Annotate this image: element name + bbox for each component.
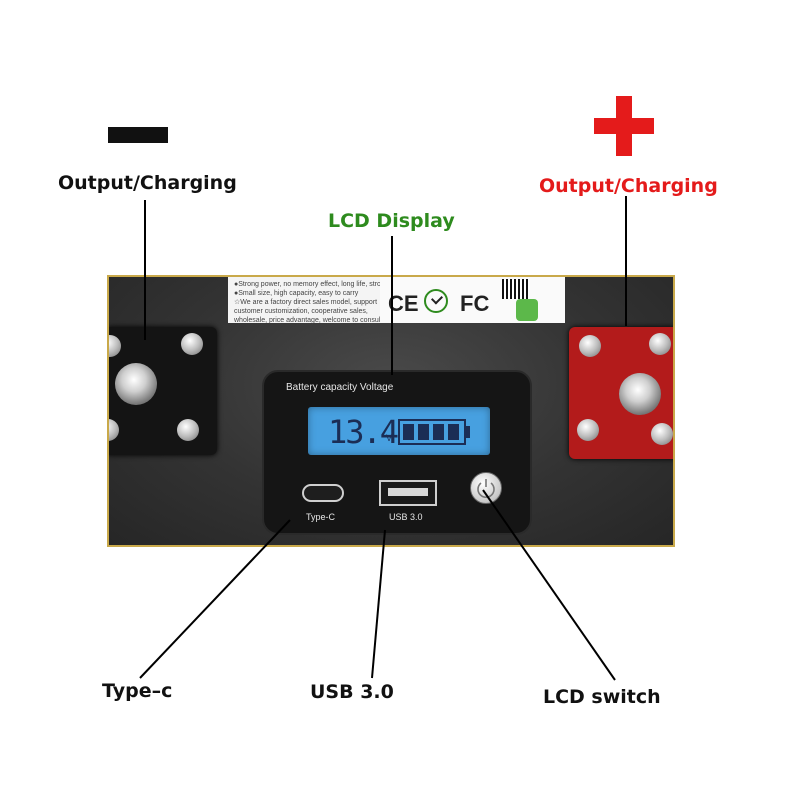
sticker-line: ●Strong power, no memory effect, long li… — [234, 281, 424, 288]
sticker-line: ☆We are a factory direct sales model, su… — [234, 299, 378, 306]
positive-output-label: Output/Charging — [539, 175, 718, 197]
screw — [651, 423, 673, 445]
sticker-line: wholesale, price advantage, welcome to c… — [234, 317, 385, 324]
battery-segment — [448, 424, 459, 440]
positive-bolt — [619, 373, 661, 415]
sticker-line: customer customization, cooperative sale… — [234, 308, 368, 315]
negative-output-label: Output/Charging — [58, 172, 237, 194]
qr-code — [502, 279, 530, 299]
battery-segment — [403, 424, 414, 440]
voltage-readout: 13.4 — [328, 413, 399, 451]
lcd-switch-label: LCD switch — [543, 686, 661, 708]
certification-marks: CE FC — [380, 277, 565, 323]
plus-icon — [594, 96, 654, 156]
battery-segment — [433, 424, 444, 440]
type-c-port-label: Type-C — [306, 512, 336, 522]
type-c-callout-line — [139, 519, 291, 679]
fc-mark: FC — [460, 291, 490, 316]
minus-icon — [108, 127, 168, 143]
lcd-switch-button[interactable] — [470, 472, 502, 504]
ce-mark: CE — [388, 291, 419, 316]
screw — [579, 335, 601, 357]
voltage-unit: V — [386, 433, 393, 443]
screw — [181, 333, 203, 355]
type-c-port[interactable] — [302, 484, 344, 502]
screw — [177, 419, 199, 441]
lcd-display-label: LCD Display — [328, 210, 455, 232]
battery-tip — [466, 426, 470, 438]
usb-port-label: USB 3.0 — [389, 512, 423, 522]
negative-terminal — [109, 327, 217, 455]
battery-icon — [398, 419, 466, 445]
sticker-line: ●Small size, high capacity, easy to carr… — [234, 290, 359, 297]
screw — [577, 419, 599, 441]
screw — [649, 333, 671, 355]
battery-segment — [418, 424, 429, 440]
recycle-icon — [516, 299, 538, 321]
positive-terminal — [569, 327, 673, 459]
lcd-switch-callout-line — [482, 489, 616, 681]
panel-title: Battery capacity Voltage — [286, 382, 394, 393]
screw — [109, 335, 121, 357]
rohs-icon — [424, 289, 448, 313]
lcd-screen: 13.4 V — [308, 407, 490, 455]
type-c-label: Type–c — [102, 680, 173, 702]
screw — [109, 419, 119, 441]
control-panel: Battery capacity Voltage 13.4 V Type-C U… — [262, 370, 532, 535]
usb-port[interactable] — [379, 480, 437, 506]
negative-bolt — [115, 363, 157, 405]
usb-callout-line — [371, 529, 386, 679]
usb-label: USB 3.0 — [310, 681, 394, 703]
power-icon — [477, 479, 495, 498]
